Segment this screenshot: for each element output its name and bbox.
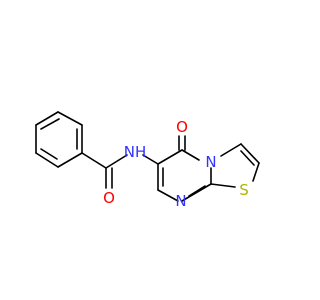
amide-oxygen-label: O xyxy=(103,189,115,207)
thiazole-ring xyxy=(210,143,260,188)
benzene-ring xyxy=(35,111,83,168)
exo-oxygen-label: O xyxy=(176,118,188,136)
bond xyxy=(57,152,83,168)
bridge-nitrogen-label: N xyxy=(205,153,216,171)
bond xyxy=(81,152,107,169)
bond xyxy=(252,162,260,182)
double-bond-inner xyxy=(188,185,206,197)
bond xyxy=(105,154,128,169)
amide-group xyxy=(81,152,159,189)
lower-nitrogen-label: N xyxy=(175,192,186,210)
double-bond-inner xyxy=(40,148,58,160)
bond xyxy=(57,111,83,126)
bond xyxy=(181,149,200,161)
double-bond-inner xyxy=(40,118,60,130)
double-bond-inner xyxy=(240,150,255,166)
bond xyxy=(35,152,59,168)
structure-drawing: NH O N N O S xyxy=(35,111,260,210)
molecule-diagram: NH O N N O S xyxy=(35,111,260,210)
bond xyxy=(240,143,260,164)
nh-label: NH xyxy=(124,143,147,161)
bond xyxy=(210,183,236,188)
bond xyxy=(142,154,159,165)
pyrimidinone-ring xyxy=(157,135,212,202)
sulfur-label: S xyxy=(239,181,249,199)
bond xyxy=(157,189,179,202)
bond xyxy=(181,183,212,202)
bond xyxy=(35,111,59,126)
bond xyxy=(157,149,183,165)
bond xyxy=(220,143,242,157)
